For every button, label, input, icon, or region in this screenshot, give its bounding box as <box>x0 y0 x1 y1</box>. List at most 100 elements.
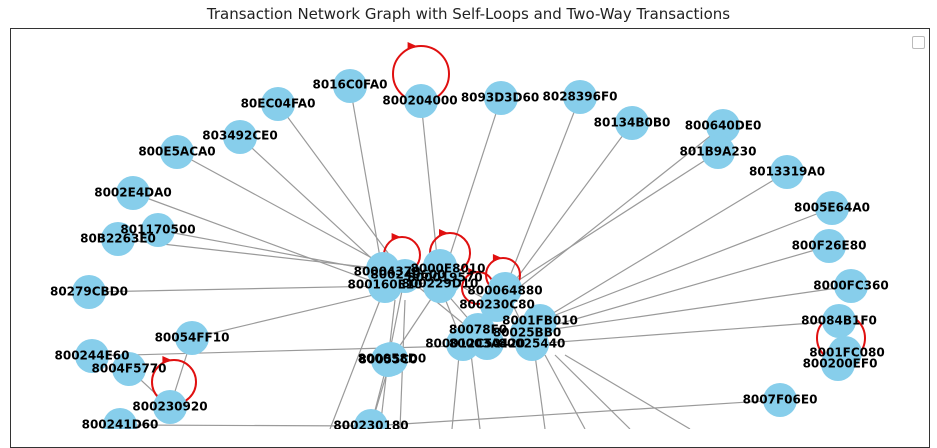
node-label: 8001FB010 <box>502 314 578 328</box>
node-circle <box>815 191 849 225</box>
node-label: 800241D60 <box>82 418 159 430</box>
edge-line <box>554 354 631 429</box>
self-loop-arrowhead <box>391 233 401 241</box>
labels-layer: 8016C0FA0 800204000 8093D3D60 8028396F0 80EC… <box>50 78 889 430</box>
edge-line <box>539 207 833 322</box>
node-label: 80055C0 <box>359 353 418 367</box>
self-loop-arrowhead <box>162 356 172 364</box>
node-label: 800019570 <box>407 271 482 285</box>
node-circle <box>446 327 480 361</box>
node-circle <box>763 383 797 417</box>
node-label: 80134B0B0 <box>594 116 671 130</box>
self-loop-arrowhead <box>407 42 417 50</box>
node-label: 801B9A230 <box>680 145 757 159</box>
node-label: 803492CE0 <box>202 129 277 143</box>
node-circle <box>834 269 868 303</box>
edge-line <box>370 399 781 427</box>
node-label: 800230180 <box>333 419 408 430</box>
node-circle <box>821 347 855 381</box>
node-circle <box>354 409 388 429</box>
edge-line <box>539 171 788 322</box>
node-label: 80025440 <box>499 337 566 351</box>
node-label: 800230920 <box>132 400 207 414</box>
node-label: 8093D3D60 <box>461 91 539 105</box>
self-loop-arrowhead <box>492 254 502 262</box>
node-label: 800204000 <box>382 94 457 108</box>
edge-line <box>469 344 481 429</box>
edge-line <box>544 354 586 429</box>
node-label: 801170500 <box>120 223 195 237</box>
node-circle <box>103 408 137 429</box>
node-circle <box>175 321 209 355</box>
node-label: 800012C50 <box>425 337 501 351</box>
self-loop-arrowhead <box>439 229 448 237</box>
node-label: 80025BB0 <box>493 326 561 340</box>
node-label: 80054FF10 <box>155 331 230 345</box>
node-circle <box>101 222 135 256</box>
node-circle <box>223 120 257 154</box>
network-graph: 8016C0FA0 800204000 8093D3D60 8028396F0 80EC… <box>50 42 889 430</box>
edge-line <box>531 320 840 345</box>
node-circle <box>333 69 367 103</box>
nodes-layer <box>72 69 868 429</box>
node-circle <box>615 106 649 140</box>
node-label: 8000E8010 <box>411 262 486 276</box>
legend-box <box>912 36 925 49</box>
node-circle <box>116 176 150 210</box>
edge-line <box>504 151 719 290</box>
node-label: 80078F0 <box>449 323 507 337</box>
node-label: 8007F06E0 <box>743 393 818 407</box>
node-label: 80B2263E0 <box>80 232 156 246</box>
node-label: 8002E4DA0 <box>94 186 172 200</box>
node-circle <box>515 327 549 361</box>
node-label: 800230C80 <box>459 298 535 312</box>
self-loop-arrowhead <box>468 268 478 276</box>
node-label: 800240600 <box>370 268 445 282</box>
edge-line <box>534 354 546 429</box>
node-label: 800229D10 <box>402 277 479 291</box>
node-label: 80EC04FA0 <box>241 97 316 111</box>
node-circle <box>374 342 408 376</box>
node-label: 80279CBD0 <box>50 285 128 299</box>
edge-line <box>88 285 386 293</box>
edge-line <box>496 125 724 306</box>
edge-line <box>277 103 406 277</box>
node-label: 8000FC360 <box>813 279 888 293</box>
node-circle <box>153 390 187 424</box>
node-circle <box>701 135 735 169</box>
edge-line <box>564 354 691 429</box>
edge-line <box>504 96 581 290</box>
node-circle <box>770 155 804 189</box>
node-label: 800E5ACA0 <box>138 145 215 159</box>
edge-line <box>157 229 406 277</box>
node-label: 800160E10 <box>348 278 423 292</box>
node-label: 8001FC080 <box>809 346 884 360</box>
node-circle <box>160 135 194 169</box>
node-label: 8004F5770 <box>92 362 167 376</box>
node-circle <box>404 84 438 118</box>
node-circle <box>428 261 462 295</box>
node-label: 8013319A0 <box>749 165 825 179</box>
node-circle <box>480 288 514 322</box>
edge-line <box>239 136 384 270</box>
node-circle <box>812 229 846 263</box>
node-circle <box>261 87 295 121</box>
node-label: 8005E64A0 <box>794 201 870 215</box>
node-label: 800F26E80 <box>792 239 867 253</box>
edge-line <box>119 424 372 427</box>
node-circle <box>484 81 518 115</box>
edge-line <box>329 299 381 429</box>
node-circle <box>368 269 402 303</box>
node-label: 8016C0FA0 <box>312 78 387 92</box>
node-label: 800064880 <box>467 284 542 298</box>
node-circle <box>72 275 106 309</box>
edge-line <box>526 245 830 334</box>
node-label: 800058D0 <box>358 352 426 366</box>
node-label: 80084B1F0 <box>801 314 877 328</box>
node-circle <box>563 80 597 114</box>
edge-line <box>176 151 406 277</box>
edge-line <box>526 285 852 334</box>
graph-title: Transaction Network Graph with Self-Loop… <box>206 5 731 23</box>
node-label: 800200EF0 <box>803 357 878 371</box>
node-label: 8028396F0 <box>543 90 618 104</box>
